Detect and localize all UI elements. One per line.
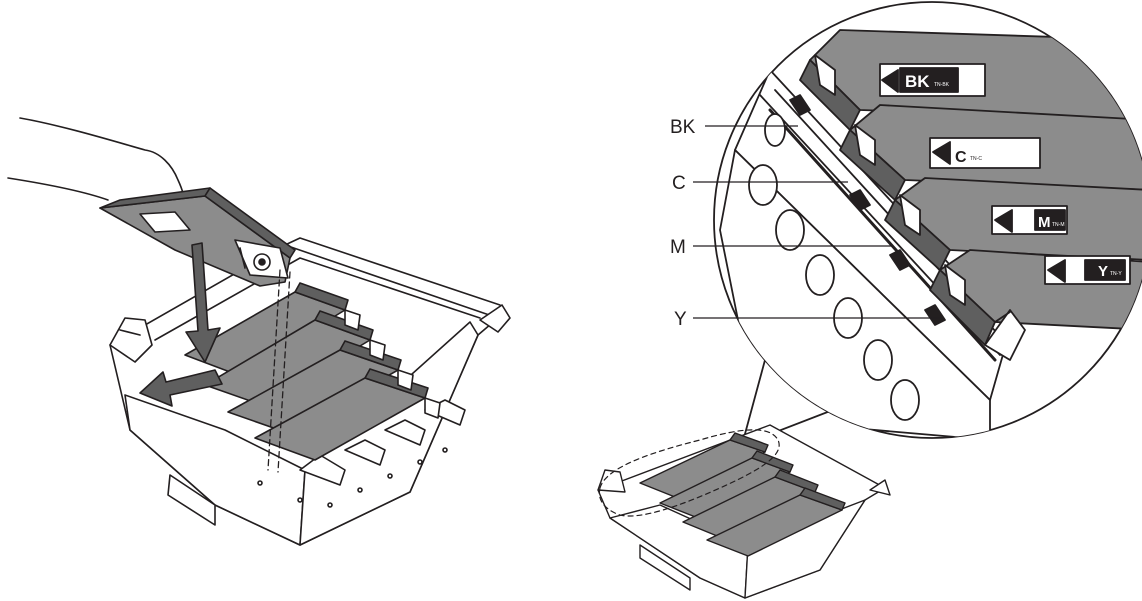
label-m-letter: M (1038, 214, 1051, 231)
small-drum-cartridges (639, 432, 846, 557)
magnifier-callout (713, 1, 1142, 446)
callout-leader-lines (693, 125, 940, 319)
label-bk-code: TN-BK (934, 82, 950, 88)
cartridge-label-texts: BK TN-BK C TN-C M TN-M Y TN-Y (905, 72, 1122, 280)
label-c-letter: C (955, 149, 967, 166)
magnified-detail (719, 29, 1142, 438)
callout-m: M (670, 237, 686, 258)
magnified-cartridge-bk (799, 29, 1142, 131)
label-bk-letter: BK (905, 72, 930, 91)
small-drum-overview (597, 424, 891, 599)
callout-c: C (672, 173, 686, 194)
callout-y: Y (674, 309, 687, 330)
insert-down-arrow (185, 242, 221, 363)
label-y-code: TN-Y (1110, 271, 1122, 277)
magnified-cartridge-y (929, 249, 1142, 346)
left-installation-illustration (7, 117, 511, 546)
small-drum-highlight (598, 429, 780, 517)
label-c-code: TN-C (970, 156, 982, 162)
label-m-code: TN-M (1052, 222, 1065, 228)
installed-cartridges (184, 282, 441, 461)
callout-bk: BK (670, 117, 696, 138)
label-y-letter: Y (1098, 263, 1108, 280)
callout-labels: BK C M Y (670, 117, 696, 330)
held-toner-cartridge (99, 187, 296, 287)
push-forward-arrow (139, 369, 223, 407)
alignment-guide (267, 269, 291, 473)
magnified-cartridge-c (839, 104, 1142, 201)
